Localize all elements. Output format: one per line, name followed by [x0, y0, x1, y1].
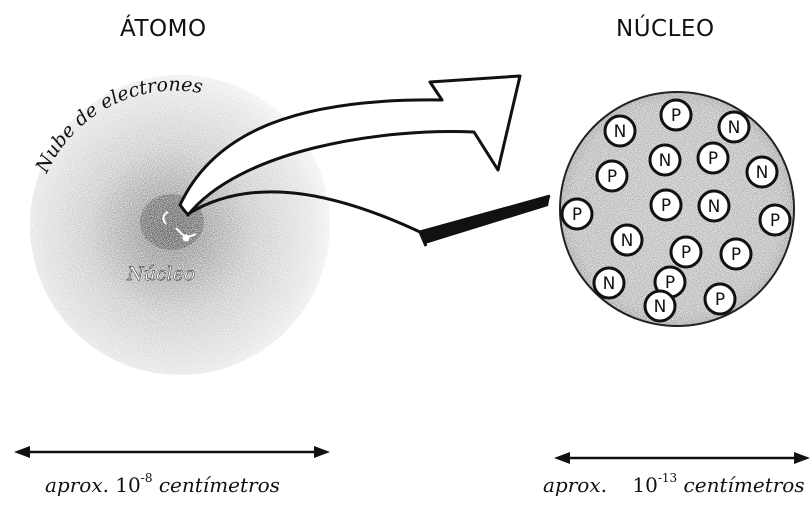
- nucleon-label: P: [665, 273, 675, 293]
- nucleon-label: N: [756, 163, 769, 183]
- proton: P: [721, 239, 751, 269]
- nucleon-label: N: [614, 122, 627, 142]
- proton: P: [597, 161, 627, 191]
- proton: P: [661, 100, 691, 130]
- nucleus-label: Núcleo: [126, 263, 195, 285]
- nucleon-label: P: [681, 243, 691, 263]
- nucleon-label: N: [603, 274, 616, 294]
- proton: P: [705, 284, 735, 314]
- nucleon-label: N: [621, 231, 634, 251]
- proton: P: [562, 199, 592, 229]
- nucleon-label: N: [708, 197, 721, 217]
- nucleon-label: P: [661, 196, 671, 216]
- neutron: N: [747, 157, 777, 187]
- nucleus-scale-prefix: aprox.: [543, 473, 607, 497]
- nucleon-label: N: [728, 118, 741, 138]
- nucleon-label: N: [659, 151, 672, 171]
- nucleon-label: P: [770, 211, 780, 231]
- neutron: N: [719, 112, 749, 142]
- nucleon-label: P: [607, 167, 617, 187]
- proton: P: [671, 237, 701, 267]
- neutron: N: [612, 225, 642, 255]
- nucleus-scale-exponent: -13: [658, 471, 677, 485]
- neutron: N: [645, 291, 675, 321]
- nucleon-label: P: [671, 106, 681, 126]
- atom-scale-base: 10: [115, 473, 140, 497]
- proton: P: [651, 190, 681, 220]
- atom-scale-unit: centímetros: [159, 473, 280, 497]
- nucleon-label: P: [572, 205, 582, 225]
- nucleus-scale-label: aprox. 10-13 centímetros: [543, 473, 805, 497]
- neutron: N: [605, 116, 635, 146]
- nucleus-scale-unit: centímetros: [684, 473, 805, 497]
- zoom-arrow-side: [420, 196, 550, 244]
- neutron: N: [650, 145, 680, 175]
- proton: P: [698, 143, 728, 173]
- atom-scale-label: aprox. 10-8 centímetros: [45, 473, 280, 497]
- nucleus-scale-bar: [554, 452, 810, 464]
- nucleon-label: P: [715, 290, 725, 310]
- nucleon-label: P: [731, 245, 741, 265]
- atom-scale-exponent: -8: [141, 471, 153, 485]
- proton: P: [760, 205, 790, 235]
- nucleon-label: N: [654, 297, 667, 317]
- atom-scale-prefix: aprox.: [45, 473, 109, 497]
- neutron: N: [699, 191, 729, 221]
- nucleus-title: NÚCLEO: [616, 16, 715, 42]
- nucleon-label: P: [708, 149, 718, 169]
- atom-title: ÁTOMO: [120, 16, 207, 42]
- neutron: N: [594, 268, 624, 298]
- nucleus-scale-base: 10: [632, 473, 657, 497]
- atom-scale-bar: [14, 446, 330, 458]
